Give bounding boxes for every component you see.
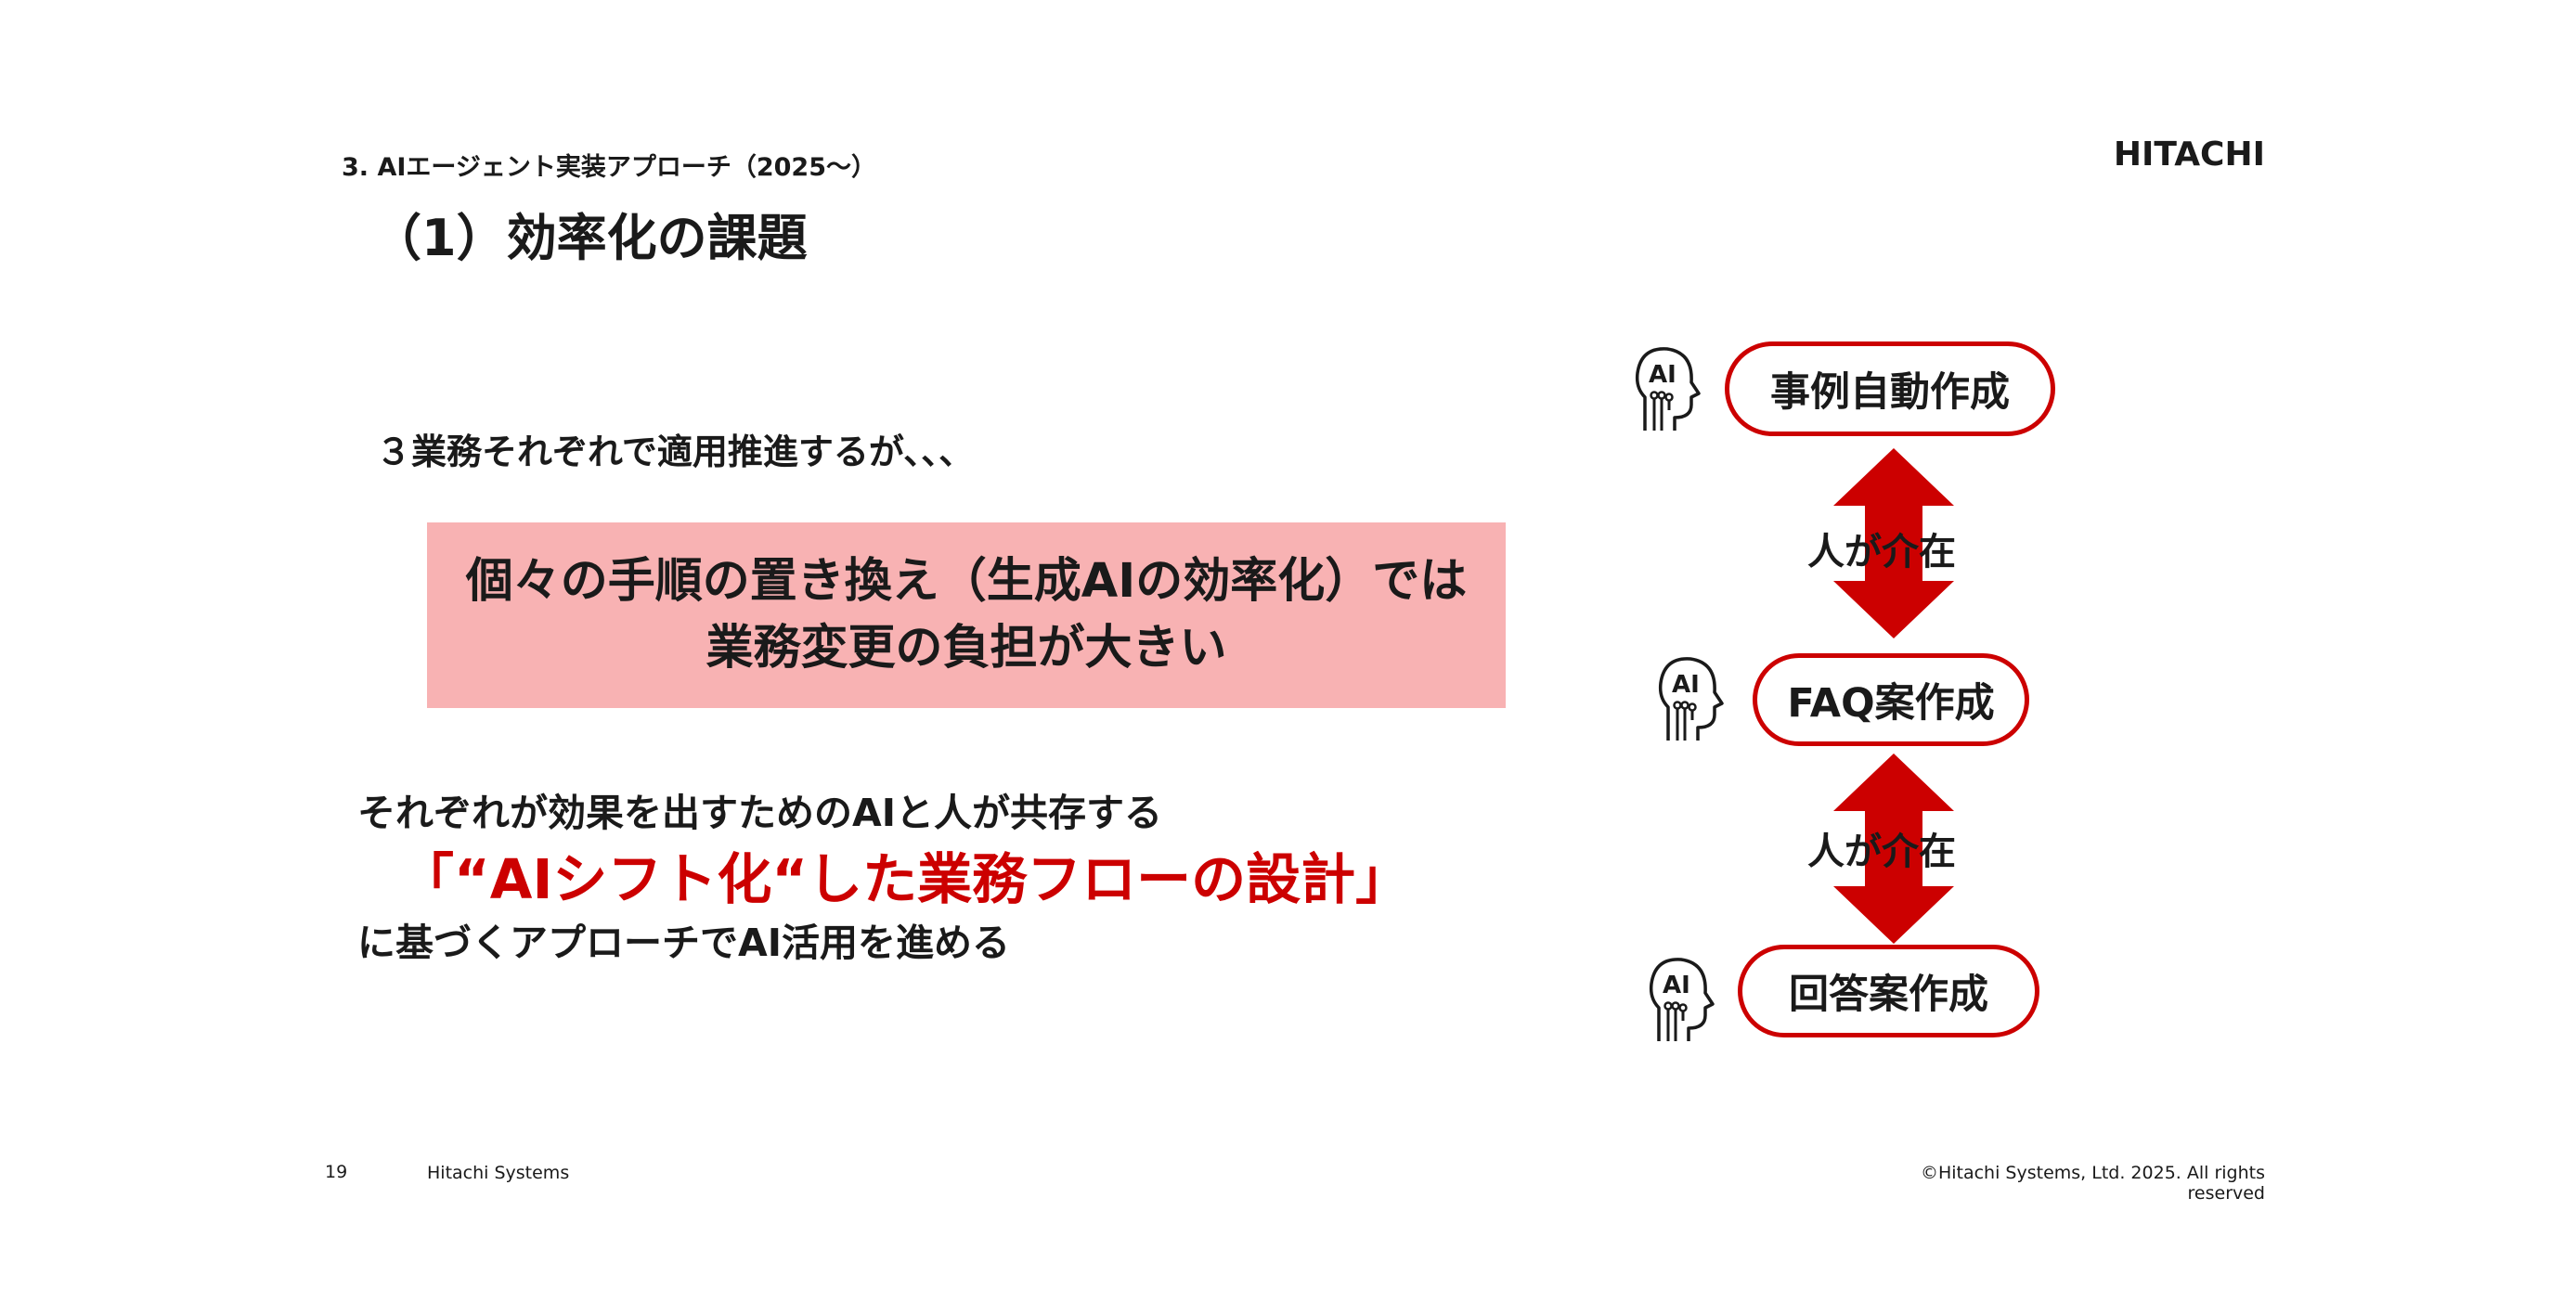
ai-head-icon: AI — [1649, 958, 1715, 1041]
flow-step-faq-draft: FAQ案作成 — [1753, 653, 2029, 746]
problem-line-2: 業務変更の負担が大きい — [705, 621, 1227, 676]
footer-company: Hitachi Systems — [427, 1163, 570, 1183]
ai-icon-label: AI — [1663, 972, 1690, 999]
human-intervention-label: 人が介在 — [1807, 831, 1956, 873]
problem-box: 個々の手順の置き換え（生成AIの効率化）では 業務変更の負担が大きい — [427, 522, 1506, 708]
page-title: （1）効率化の課題 — [371, 209, 808, 267]
double-arrow-icon — [1833, 448, 1954, 638]
approach-text: に基づくアプローチでAI活用を進める — [357, 921, 1010, 965]
double-arrow-icon — [1833, 754, 1954, 944]
flow-step-case-generation: 事例自動作成 — [1725, 341, 2055, 436]
ai-shift-design-text: 「“AIシフト化“した業務フローの設計」 — [399, 847, 1411, 911]
ai-icon-label: AI — [1649, 361, 1676, 389]
flow-step-answer-draft: 回答案作成 — [1738, 945, 2039, 1037]
section-label: 3. AIエージェント実装アプローチ（2025～） — [342, 153, 876, 182]
problem-line-1: 個々の手順の置き換え（生成AIの効率化）では — [465, 554, 1468, 609]
footer-copyright: ©Hitachi Systems, Ltd. 2025. All rights … — [1920, 1163, 2265, 1204]
page-number: 19 — [325, 1162, 348, 1182]
hitachi-logo: HITACHI — [2113, 135, 2265, 174]
intro-text: ３業務それぞれで適用推進するが、、、 — [376, 432, 975, 472]
ai-head-icon: AI — [1635, 347, 1701, 431]
human-intervention-label: 人が介在 — [1807, 531, 1956, 573]
ai-icon-label: AI — [1672, 671, 1700, 699]
ai-head-icon: AI — [1658, 657, 1724, 741]
coexist-text: それぞれが効果を出すためのAIと人が共存する — [357, 791, 1162, 835]
